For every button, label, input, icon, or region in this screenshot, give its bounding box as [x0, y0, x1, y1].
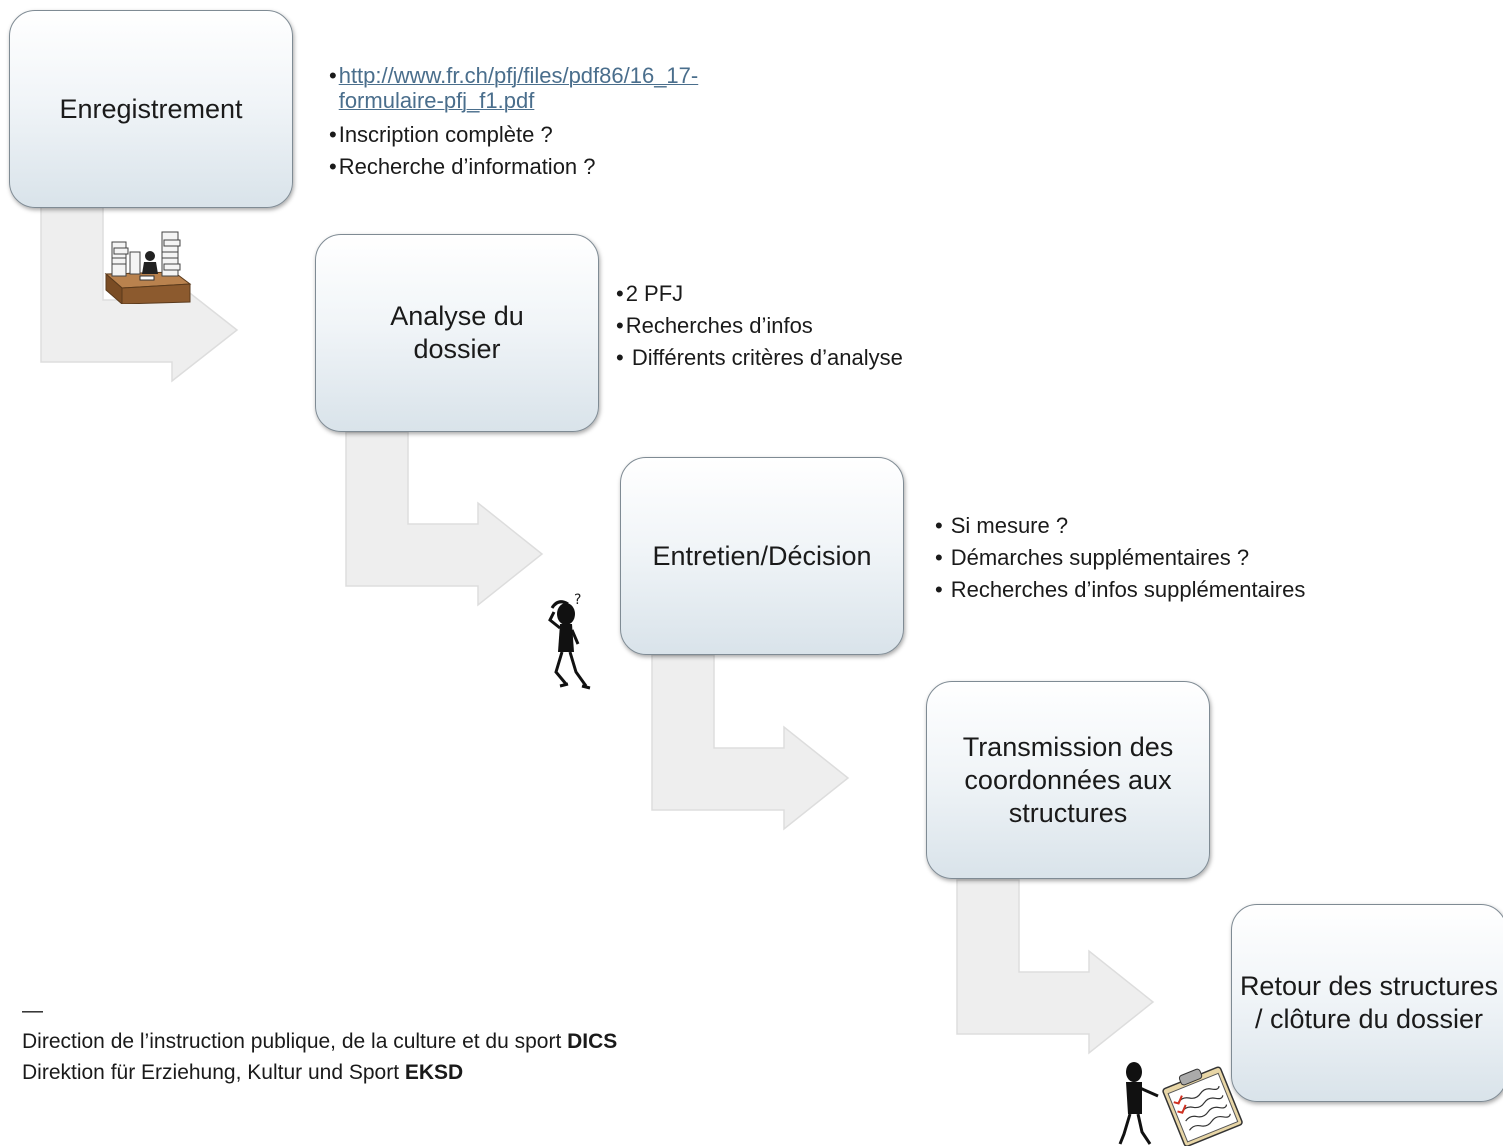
step-box-transmission: Transmission des coordonnées aux structu…	[926, 681, 1210, 879]
footer-abbr-dics: DICS	[567, 1030, 618, 1053]
bullet-icon: •	[329, 122, 337, 147]
bullet-icon: •	[329, 63, 337, 88]
connector-arrow-3	[651, 654, 850, 831]
step-label: Retour des structures / clôture du dossi…	[1239, 971, 1499, 1034]
step-label: Transmission des coordonnées aux structu…	[962, 731, 1174, 828]
notes-step1: • http://www.fr.ch/pfj/files/pdf86/16_17…	[329, 63, 698, 183]
footer-abbr-eksd: EKSD	[404, 1061, 464, 1084]
step-box-entretien: Entretien/Décision	[620, 457, 904, 655]
form-link[interactable]: http://www.fr.ch/pfj/files/pdf86/16_17-f…	[338, 63, 699, 113]
bullet-icon: •	[616, 281, 624, 306]
bullet-icon: •	[935, 513, 943, 538]
note-item: •Recherches d’infos	[616, 313, 813, 338]
note-item: •Inscription complète ?	[329, 122, 553, 147]
note-link-item[interactable]: • http://www.fr.ch/pfj/files/pdf86/16_17…	[329, 63, 698, 113]
note-item: •2 PFJ	[616, 281, 684, 306]
thinking-person-icon: ?	[548, 592, 591, 690]
step-box-analyse: Analyse du dossier	[315, 234, 599, 432]
desk-paperwork-icon	[104, 231, 192, 304]
footer-line-fr: Direction de l’instruction publique, de …	[22, 1030, 618, 1053]
clipboard-person-icon	[1118, 1062, 1243, 1146]
note-item: • Différents critères d’analyse	[616, 345, 903, 370]
step-label: Analyse du dossier	[390, 301, 524, 364]
note-item: •Démarches supplémentaires ?	[935, 545, 1250, 570]
bullet-icon: •	[935, 545, 943, 570]
bullet-icon: •	[329, 154, 337, 179]
step-box-retour: Retour des structures / clôture du dossi…	[1231, 904, 1503, 1102]
note-item: •Recherches d’infos supplémentaires	[935, 577, 1306, 602]
notes-step3: •Si mesure ? •Démarches supplémentaires …	[935, 510, 1305, 606]
step-label: Enregistrement	[59, 93, 243, 124]
step-box-enregistrement: Enregistrement	[9, 10, 293, 208]
step-label: Entretien/Décision	[652, 540, 872, 571]
connector-arrow-2	[345, 431, 544, 607]
footer-line-de: Direktion für Erziehung, Kultur und Spor…	[22, 1061, 464, 1084]
footer: — Direction de l’instruction publique, d…	[22, 995, 617, 1088]
notes-step2: •2 PFJ •Recherches d’infos • Différents …	[616, 278, 903, 374]
footer-dash: —	[22, 999, 43, 1022]
bullet-icon: •	[616, 345, 624, 370]
connector-arrow-1	[40, 206, 239, 383]
note-item: •Si mesure ?	[935, 513, 1069, 538]
bullet-icon: •	[616, 313, 624, 338]
bullet-icon: •	[935, 577, 943, 602]
svg-text:?: ?	[574, 592, 581, 608]
connector-arrow-4	[956, 879, 1155, 1055]
note-item: •Recherche d’information ?	[329, 154, 596, 179]
